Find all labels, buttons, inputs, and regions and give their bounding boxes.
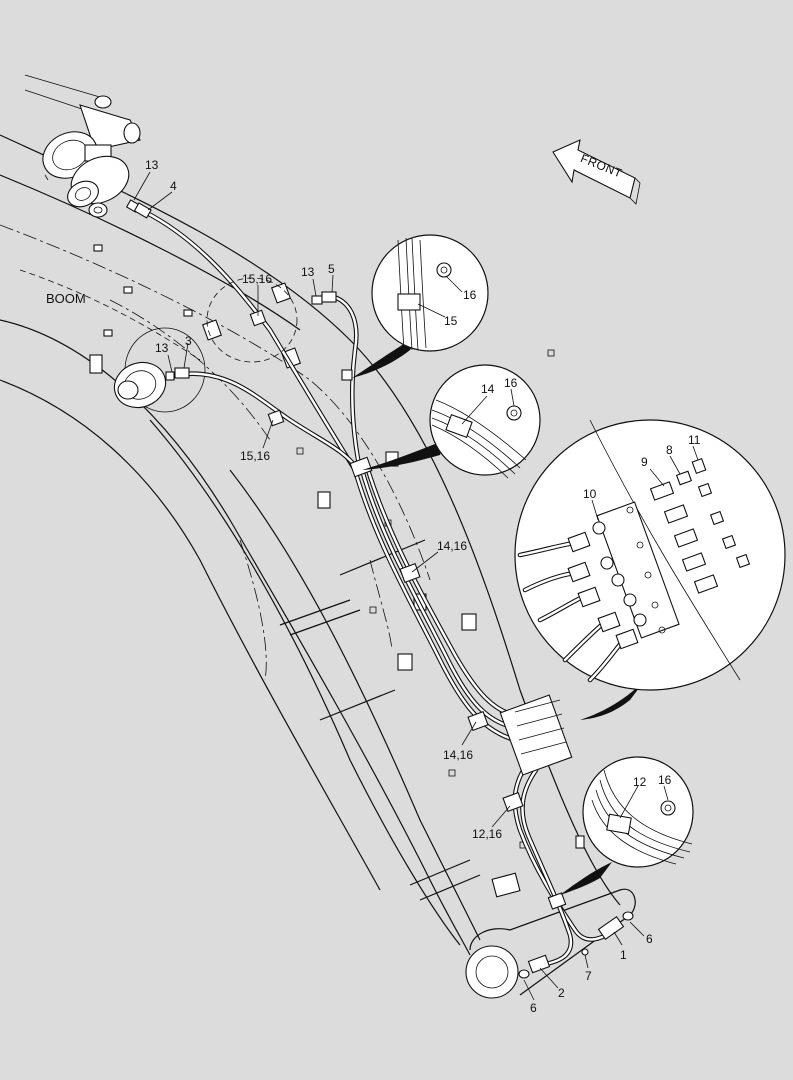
callout-labels: 13 4 13 5 15,16 13 3 15,16 16 15 14 16 1… [145,158,701,1015]
callout-11: 11 [688,433,701,447]
boom-mid-pivot [113,327,206,413]
front-direction-arrow: FRONT [552,139,641,205]
callout-15-bubble1: 15 [444,314,458,328]
callout-15-16-lower: 15,16 [240,449,270,463]
callout-14-16-upper: 14,16 [437,539,467,553]
boom-structure [0,134,636,999]
callout-16-bubble2: 16 [504,376,518,390]
callout-6-left: 6 [530,1001,537,1015]
callout-6-right: 6 [646,932,653,946]
callout-5: 5 [328,262,335,276]
boom-label: BOOM [46,291,86,306]
detail-bubble-clamp-12 [560,756,694,895]
callout-4: 4 [170,179,177,193]
callout-8: 8 [666,443,673,457]
callout-2: 2 [558,986,565,1000]
callout-13-top: 13 [145,158,159,172]
callout-14-16-lower: 14,16 [443,748,473,762]
callout-1: 1 [620,948,627,962]
callout-13-lower: 13 [155,341,169,355]
callout-16-bubble1: 16 [463,288,477,302]
callout-7: 7 [585,969,592,983]
callout-3: 3 [185,334,192,348]
callout-14-bubble2: 14 [481,382,495,396]
callout-13-mid: 13 [301,265,315,279]
callout-15-16-top: 15,16 [242,272,272,286]
leader-lines [133,171,699,1001]
callout-12-bubble4: 12 [633,775,647,789]
hose-lines [142,209,618,968]
detail-bubble-clamp-15 [352,234,489,378]
callout-12-16: 12,16 [472,827,502,841]
boom-top-pivot [24,74,141,218]
callout-16-bubble4: 16 [658,773,672,787]
callout-10: 10 [583,487,597,501]
detail-area-circle [206,277,298,363]
detail-bubble-connector-block [514,419,786,720]
callout-9: 9 [641,455,648,469]
